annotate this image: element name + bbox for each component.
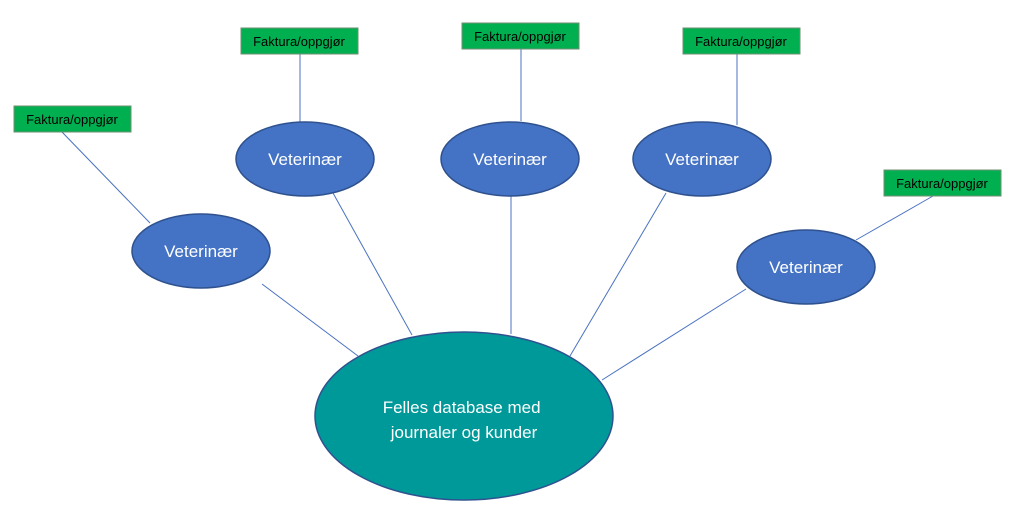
connector-db-vet-2 xyxy=(332,192,413,336)
invoice-tag-box xyxy=(883,169,1002,197)
database-label-line-1: Felles database med xyxy=(383,398,541,417)
veterinarian-node-5[interactable]: Veterinær xyxy=(736,229,876,305)
invoice-tag-box xyxy=(682,27,801,55)
invoice-tag-box xyxy=(13,105,132,133)
connector-vet-5-invoice xyxy=(855,195,934,241)
invoice-tag-2[interactable]: Faktura/oppgjør xyxy=(240,27,359,55)
veterinarian-ellipse xyxy=(632,121,772,197)
invoice-tag-box xyxy=(240,27,359,55)
veterinarian-node-4[interactable]: Veterinær xyxy=(632,121,772,197)
invoice-connectors xyxy=(61,49,934,241)
database-label-line-2: journaler og kunder xyxy=(390,423,538,442)
database-connectors xyxy=(261,192,747,381)
database-label: Felles database med journaler og kunder xyxy=(383,398,546,442)
veterinarian-label: Veterinær xyxy=(665,150,739,169)
veterinarian-ellipse xyxy=(440,121,580,197)
veterinarian-ellipse xyxy=(736,229,876,305)
invoice-tag-label: Faktura/oppgjør xyxy=(474,29,566,44)
veterinarian-label: Veterinær xyxy=(164,242,238,261)
connector-db-vet-5 xyxy=(601,288,747,381)
invoice-tag-label: Faktura/oppgjør xyxy=(695,34,787,49)
invoice-tag-label: Faktura/oppgjør xyxy=(896,176,988,191)
veterinarian-ellipse xyxy=(235,121,375,197)
database-node[interactable]: Felles database med journaler og kunder xyxy=(314,331,614,501)
veterinarian-node-2[interactable]: Veterinær xyxy=(235,121,375,197)
invoice-tag-5[interactable]: Faktura/oppgjør xyxy=(883,169,1002,197)
veterinarian-node-1[interactable]: Veterinær xyxy=(131,213,271,289)
veterinarian-ellipse xyxy=(131,213,271,289)
invoice-tag-4[interactable]: Faktura/oppgjør xyxy=(682,27,801,55)
connector-vet-1-invoice xyxy=(61,131,151,224)
invoice-tag-box xyxy=(461,22,580,50)
connector-db-vet-1 xyxy=(261,283,359,357)
invoice-tag-label: Faktura/oppgjør xyxy=(253,34,345,49)
veterinarian-label: Veterinær xyxy=(769,258,843,277)
veterinarian-node-3[interactable]: Veterinær xyxy=(440,121,580,197)
invoice-tag-3[interactable]: Faktura/oppgjør xyxy=(461,22,580,50)
veterinarian-label: Veterinær xyxy=(473,150,547,169)
connector-db-vet-4 xyxy=(569,192,667,357)
veterinarian-label: Veterinær xyxy=(268,150,342,169)
database-ellipse xyxy=(314,331,614,501)
invoice-tag-label: Faktura/oppgjør xyxy=(26,112,118,127)
invoice-tag-1[interactable]: Faktura/oppgjør xyxy=(13,105,132,133)
